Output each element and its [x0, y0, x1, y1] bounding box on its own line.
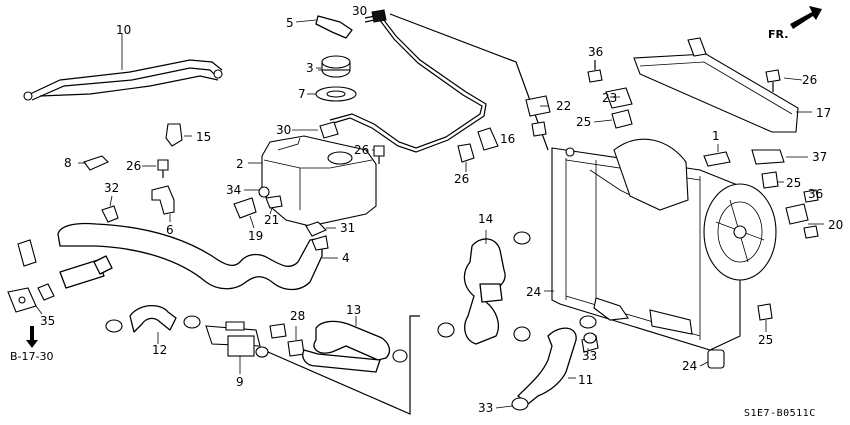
- callout-23: 23: [602, 91, 617, 105]
- part-hose-clip: [269, 323, 305, 357]
- callout-30: 30: [352, 4, 367, 18]
- callout-9: 9: [236, 375, 244, 389]
- callout-12: 12: [152, 343, 167, 357]
- callout-36: 36: [588, 45, 603, 59]
- callout-labels: 10 5 30 3 7 36 26 22 23 17 15 30 25 16 1…: [40, 4, 843, 415]
- part-clamps-left: [7, 205, 119, 313]
- part-lower-main-hose: [57, 222, 338, 291]
- callout-24: 24: [526, 285, 541, 299]
- callout-30b: 30: [276, 123, 291, 137]
- callout-3: 3: [306, 61, 314, 75]
- callout-31: 31: [340, 221, 355, 235]
- callout-34: 34: [226, 183, 241, 197]
- callout-11: 11: [578, 373, 593, 387]
- part-brackets-left: [83, 123, 192, 222]
- callout-2: 2: [236, 157, 244, 171]
- callout-35: 35: [40, 314, 55, 328]
- callout-17: 17: [816, 106, 831, 120]
- callout-25b: 25: [786, 176, 801, 190]
- part-fan-shroud: [613, 138, 777, 281]
- callout-21: 21: [264, 213, 279, 227]
- callout-7: 7: [298, 87, 306, 101]
- callout-25: 25: [576, 115, 591, 129]
- part-brackets-right: [477, 95, 819, 353]
- callout-8: 8: [64, 156, 72, 170]
- diagram-code: S1E7-B0511C: [744, 408, 816, 419]
- callout-10: 10: [116, 23, 131, 37]
- part-heater-hose: [302, 316, 408, 373]
- down-arrow-icon: [26, 326, 38, 348]
- callout-37: 37: [812, 150, 827, 164]
- callout-13: 13: [346, 303, 361, 317]
- direction-arrow-icon: [790, 6, 822, 29]
- part-small-hose: [105, 305, 201, 344]
- part-lower-radiator-hose: [511, 315, 597, 411]
- part-bolts: [157, 145, 385, 178]
- part-clamps-right: [583, 332, 597, 344]
- callout-26b: 26: [126, 159, 141, 173]
- part-reservoir-hose: [295, 14, 487, 153]
- reference-label: B-17-30: [10, 350, 53, 363]
- callout-32: 32: [104, 181, 119, 195]
- callout-1: 1: [712, 129, 720, 143]
- reference-arrow: B-17-30: [10, 326, 53, 363]
- part-upper-radiator-hose: [437, 230, 531, 345]
- part-upper-bracket: [605, 37, 812, 133]
- part-bolts-right: [457, 60, 819, 203]
- callout-33b: 33: [478, 401, 493, 415]
- callout-16: 16: [500, 132, 515, 146]
- callout-15: 15: [196, 130, 211, 144]
- leader-lines: [35, 69, 824, 409]
- callout-6: 6: [166, 223, 174, 237]
- part-water-valve: [205, 315, 420, 415]
- part-radiator: [389, 13, 741, 351]
- part-clip-top: [319, 9, 387, 139]
- callout-33: 33: [582, 349, 597, 363]
- part-reservoir-cap: [316, 55, 351, 78]
- part-small-fittings: [233, 186, 327, 237]
- part-o-ring: [307, 86, 357, 102]
- callout-25c: 25: [758, 333, 773, 347]
- callout-19: 19: [248, 229, 263, 243]
- callout-5: 5: [286, 16, 294, 30]
- callout-26: 26: [802, 73, 817, 87]
- callout-22: 22: [556, 99, 571, 113]
- callout-36b: 36: [808, 187, 823, 201]
- callout-20: 20: [828, 218, 843, 232]
- direction-label: FR.: [768, 28, 788, 41]
- callout-4: 4: [342, 251, 350, 265]
- callout-24b: 24: [682, 359, 697, 373]
- callout-26d: 26: [454, 172, 469, 186]
- front-direction-indicator: FR.: [768, 6, 822, 41]
- part-reservoir-tank: [248, 135, 377, 227]
- callout-26c: 26: [354, 143, 369, 157]
- callout-14: 14: [478, 212, 493, 226]
- part-upper-pipe: [23, 34, 223, 101]
- callout-28: 28: [290, 309, 305, 323]
